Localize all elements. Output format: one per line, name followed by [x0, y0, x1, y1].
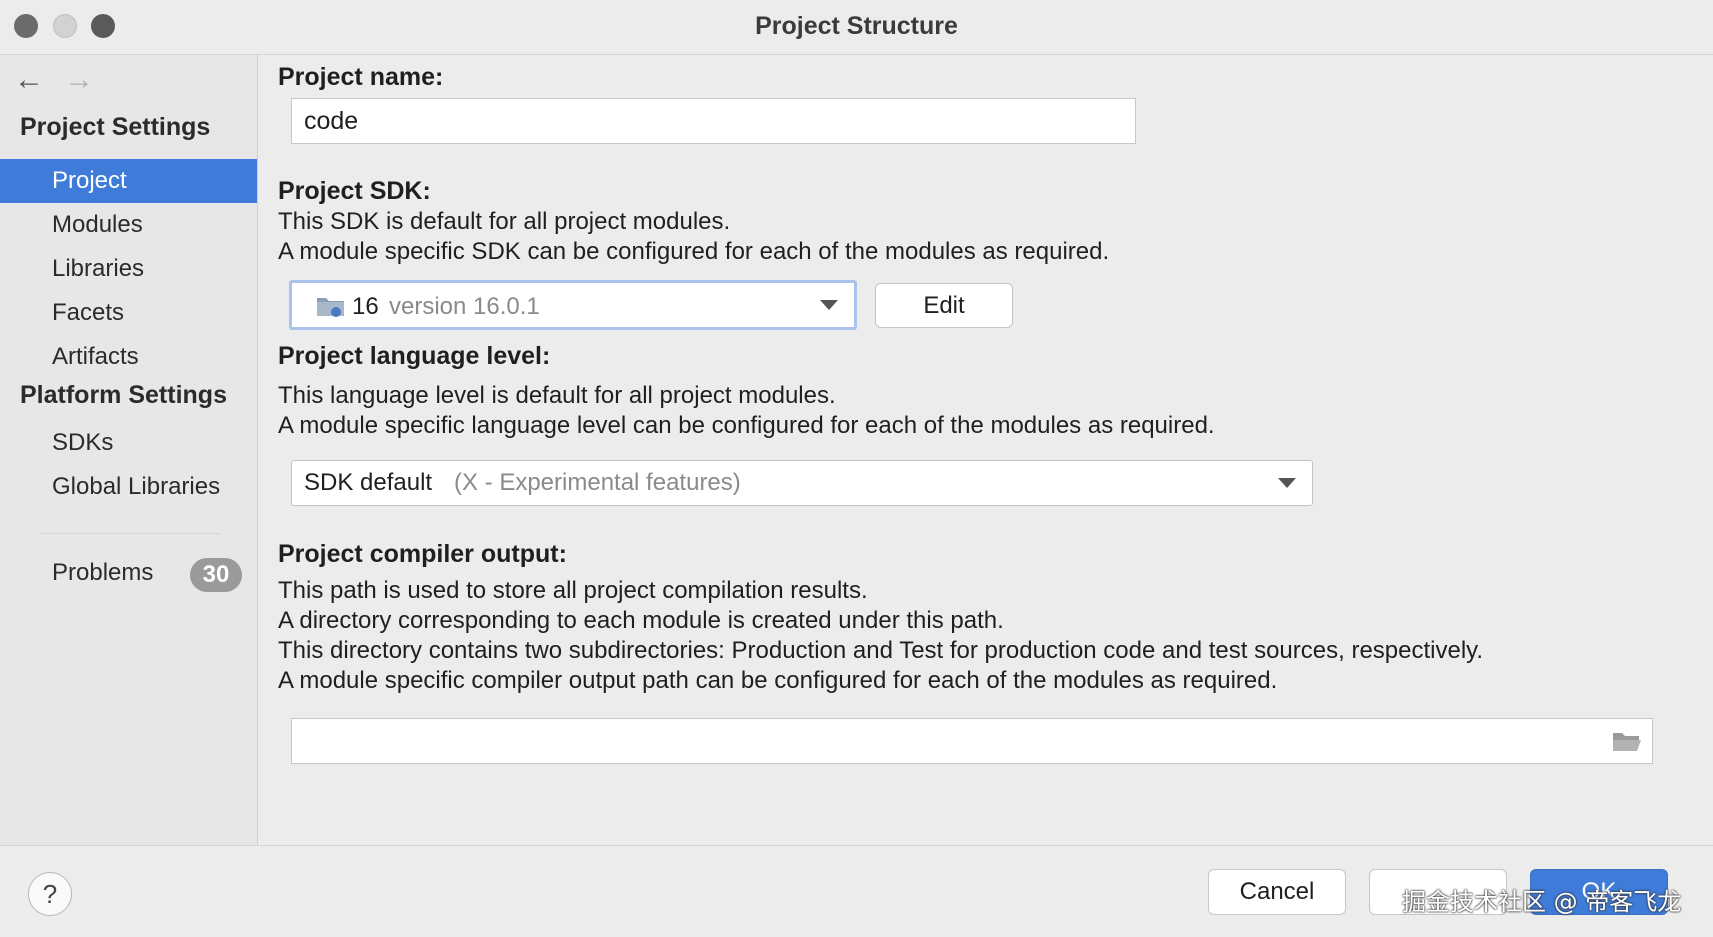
nav-arrows: ←→ [14, 63, 114, 97]
language-level-label: Project language level: [278, 342, 551, 370]
cancel-button[interactable]: Cancel [1208, 869, 1346, 915]
project-name-label: Project name: [278, 63, 444, 91]
compiler-output-desc-3: This directory contains two subdirectori… [278, 637, 1484, 664]
project-name-input[interactable] [291, 98, 1136, 144]
sidebar-divider [40, 533, 220, 534]
edit-sdk-button[interactable]: Edit [875, 283, 1013, 328]
dialog-footer: ? Cancel OK 掘金技术社区 @ 帝客飞龙 [0, 845, 1713, 937]
compiler-output-desc-2: A directory corresponding to each module… [278, 607, 1004, 634]
window-title: Project Structure [755, 12, 958, 40]
window-minimize-button[interactable] [53, 14, 77, 38]
project-settings-title: Project Settings [20, 113, 211, 141]
chevron-down-icon [820, 300, 838, 310]
language-level-desc-1: This language level is default for all p… [278, 382, 836, 409]
sidebar-item-project[interactable]: Project [0, 159, 257, 203]
sidebar-item-facets[interactable]: Facets [52, 299, 125, 326]
project-sdk-desc-1: This SDK is default for all project modu… [278, 208, 731, 235]
sidebar-item-sdks[interactable]: SDKs [52, 429, 114, 456]
language-level-detail: (X - Experimental features) [454, 469, 741, 496]
language-level-desc-2: A module specific language level can be … [278, 412, 1215, 439]
language-level-combo[interactable]: SDK default (X - Experimental features) [291, 460, 1313, 506]
chevron-down-icon [1278, 478, 1296, 488]
window-close-button[interactable] [14, 14, 38, 38]
watermark-text: 掘金技术社区 @ 帝客飞龙 [1402, 888, 1682, 916]
compiler-output-desc-1: This path is used to store all project c… [278, 577, 868, 604]
sdk-version: version 16.0.1 [389, 293, 540, 320]
title-bar: Project Structure [0, 0, 1713, 55]
project-sdk-desc-2: A module specific SDK can be configured … [278, 238, 1110, 265]
apply-button[interactable] [1369, 869, 1507, 915]
folder-browse-icon[interactable] [1611, 729, 1643, 758]
forward-arrow-icon[interactable]: → [64, 63, 94, 96]
project-sdk-label: Project SDK: [278, 177, 431, 205]
sidebar: ←→ Project Settings Project Modules Libr… [0, 55, 258, 845]
sdk-name: 16 [352, 293, 379, 320]
compiler-output-field [291, 718, 1653, 764]
problems-count-badge: 30 [190, 558, 242, 592]
help-button[interactable]: ? [28, 872, 72, 916]
sidebar-item-artifacts[interactable]: Artifacts [52, 343, 139, 370]
sdk-folder-icon [316, 294, 346, 325]
sidebar-item-modules[interactable]: Modules [52, 211, 143, 238]
main-panel: Project name: Project SDK: This SDK is d… [258, 55, 1713, 845]
window-zoom-button[interactable] [91, 14, 115, 38]
compiler-output-label: Project compiler output: [278, 540, 567, 568]
language-level-value: SDK default [304, 469, 433, 496]
platform-settings-title: Platform Settings [20, 381, 227, 409]
sidebar-item-global-libraries[interactable]: Global Libraries [52, 473, 221, 500]
compiler-output-desc-4: A module specific compiler output path c… [278, 667, 1278, 694]
compiler-output-input[interactable] [291, 718, 1653, 764]
ok-button[interactable]: OK [1530, 869, 1668, 915]
back-arrow-icon[interactable]: ← [14, 63, 44, 96]
sidebar-item-libraries[interactable]: Libraries [52, 255, 145, 282]
project-sdk-combo[interactable]: 16 version 16.0.1 [289, 280, 857, 330]
sidebar-item-problems[interactable]: Problems [52, 559, 154, 586]
